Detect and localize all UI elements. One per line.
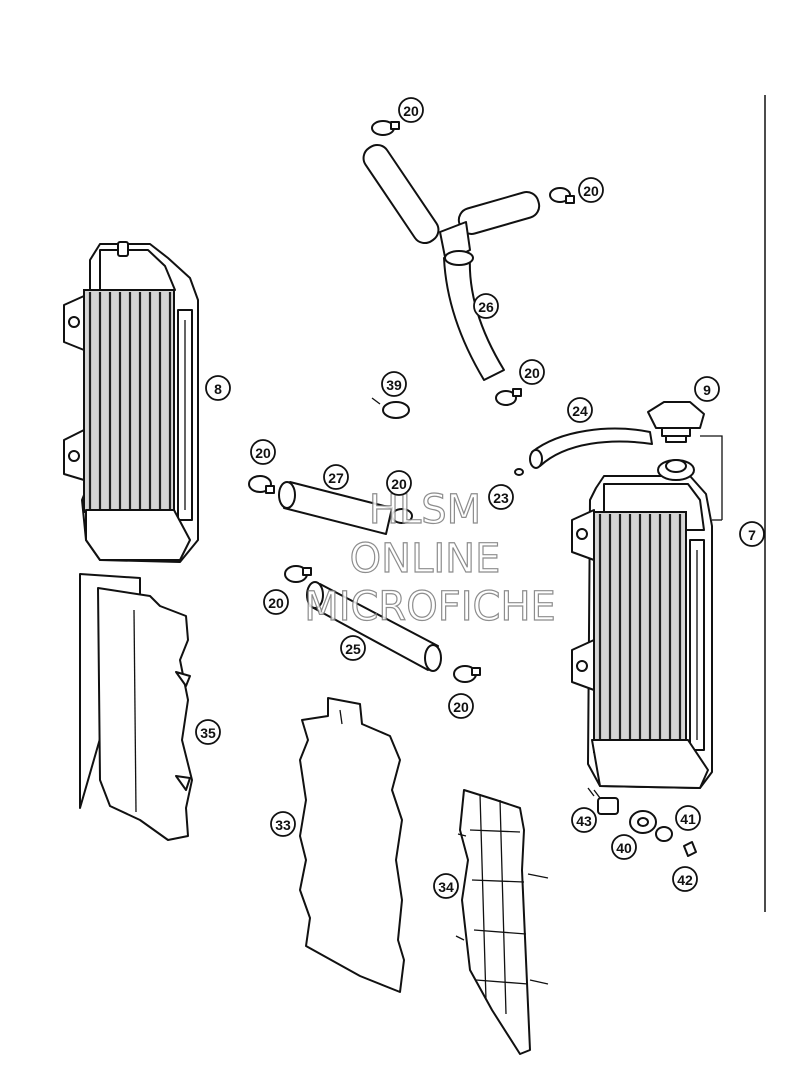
- callout-circle: [386, 470, 412, 496]
- callout-c20d: 20: [250, 439, 276, 465]
- callout-circle: [250, 439, 276, 465]
- callout-circle: [323, 464, 349, 490]
- hose-26-assembly: [362, 143, 541, 381]
- shroud-33: [299, 697, 405, 993]
- callout-number: 35: [200, 725, 216, 741]
- right-radiator-7: [571, 435, 723, 789]
- callout-number: 20: [268, 595, 284, 611]
- callout-c27: 27: [323, 464, 349, 490]
- callout-circle: [205, 375, 231, 401]
- callout-c26: 26: [473, 293, 499, 319]
- callout-c43: 43: [571, 807, 597, 833]
- shroud-34: [455, 789, 549, 1055]
- watermark: HLSM ONLINE MICROFICHE: [304, 486, 557, 630]
- callout-c35: 35: [195, 719, 221, 745]
- callout-c39: 39: [381, 371, 407, 397]
- cable-tie-39: [371, 397, 410, 419]
- callout-number: 43: [576, 813, 592, 829]
- callout-c20g: 20: [448, 693, 474, 719]
- callout-circle: [195, 719, 221, 745]
- callout-number: 40: [616, 840, 632, 856]
- callout-number: 20: [403, 103, 419, 119]
- hose-24: [514, 427, 653, 476]
- callout-c23: 23: [488, 484, 514, 510]
- callout-circle: [739, 521, 765, 547]
- callout-circle: [263, 589, 289, 615]
- callout-number: 7: [748, 527, 756, 543]
- callout-circle: [611, 834, 637, 860]
- callout-number: 20: [255, 445, 271, 461]
- callout-number: 20: [453, 699, 469, 715]
- callout-c25: 25: [340, 635, 366, 661]
- callout-number: 34: [438, 879, 454, 895]
- drain-parts: [593, 789, 697, 857]
- callout-number: 23: [493, 490, 509, 506]
- callout-c20f: 20: [263, 589, 289, 615]
- callout-number: 42: [677, 872, 693, 888]
- callout-circle: [398, 97, 424, 123]
- callout-number: 26: [478, 299, 494, 315]
- hose-25: [306, 581, 442, 672]
- callout-number: 25: [345, 641, 361, 657]
- callout-number: 20: [391, 476, 407, 492]
- hose-clamps: [248, 120, 575, 683]
- callout-c40: 40: [611, 834, 637, 860]
- callout-c8: 8: [205, 375, 231, 401]
- callout-number: 20: [583, 183, 599, 199]
- callout-number: 9: [703, 382, 711, 398]
- callout-circle: [672, 866, 698, 892]
- callout-c20b: 20: [578, 177, 604, 203]
- callout-circle: [381, 371, 407, 397]
- callout-number: 33: [275, 817, 291, 833]
- callout-circle: [571, 807, 597, 833]
- callout-circle: [488, 484, 514, 510]
- callout-c20c: 20: [519, 359, 545, 385]
- watermark-line-3: MICROFICHE: [304, 584, 556, 630]
- callout-circle: [270, 811, 296, 837]
- callout-number: 39: [386, 377, 402, 393]
- callout-circle: [433, 873, 459, 899]
- callout-c20e: 20: [386, 470, 412, 496]
- hose-27: [278, 481, 393, 535]
- watermark-line-2: ONLINE: [350, 536, 501, 582]
- shroud-35: [79, 573, 193, 841]
- callout-circle: [473, 293, 499, 319]
- watermark-line-1: HLSM: [369, 487, 481, 533]
- callout-circle: [675, 805, 701, 831]
- callout-c24: 24: [567, 397, 593, 423]
- callout-c33: 33: [270, 811, 296, 837]
- callout-circle: [694, 376, 720, 402]
- callout-c34: 34: [433, 873, 459, 899]
- callout-circle: [519, 359, 545, 385]
- left-radiator-8: [63, 241, 199, 563]
- callout-number: 27: [328, 470, 344, 486]
- callout-number: 20: [524, 365, 540, 381]
- callout-c41: 41: [675, 805, 701, 831]
- callout-number: 41: [680, 811, 696, 827]
- callout-c42: 42: [672, 866, 698, 892]
- radiator-cap-9: [647, 401, 705, 443]
- callout-number: 24: [572, 403, 588, 419]
- callout-c7: 7: [739, 521, 765, 547]
- callout-labels: 20 20 26 20 39 9 24 8 20 27 20 23 7 20 25 20 35 33 34 43 41 4…: [195, 97, 765, 899]
- callout-circle: [340, 635, 366, 661]
- callout-circle: [448, 693, 474, 719]
- callout-circle: [567, 397, 593, 423]
- callout-c20a: 20: [398, 97, 424, 123]
- callout-number: 8: [214, 381, 222, 397]
- callout-circle: [578, 177, 604, 203]
- callout-c9: 9: [694, 376, 720, 402]
